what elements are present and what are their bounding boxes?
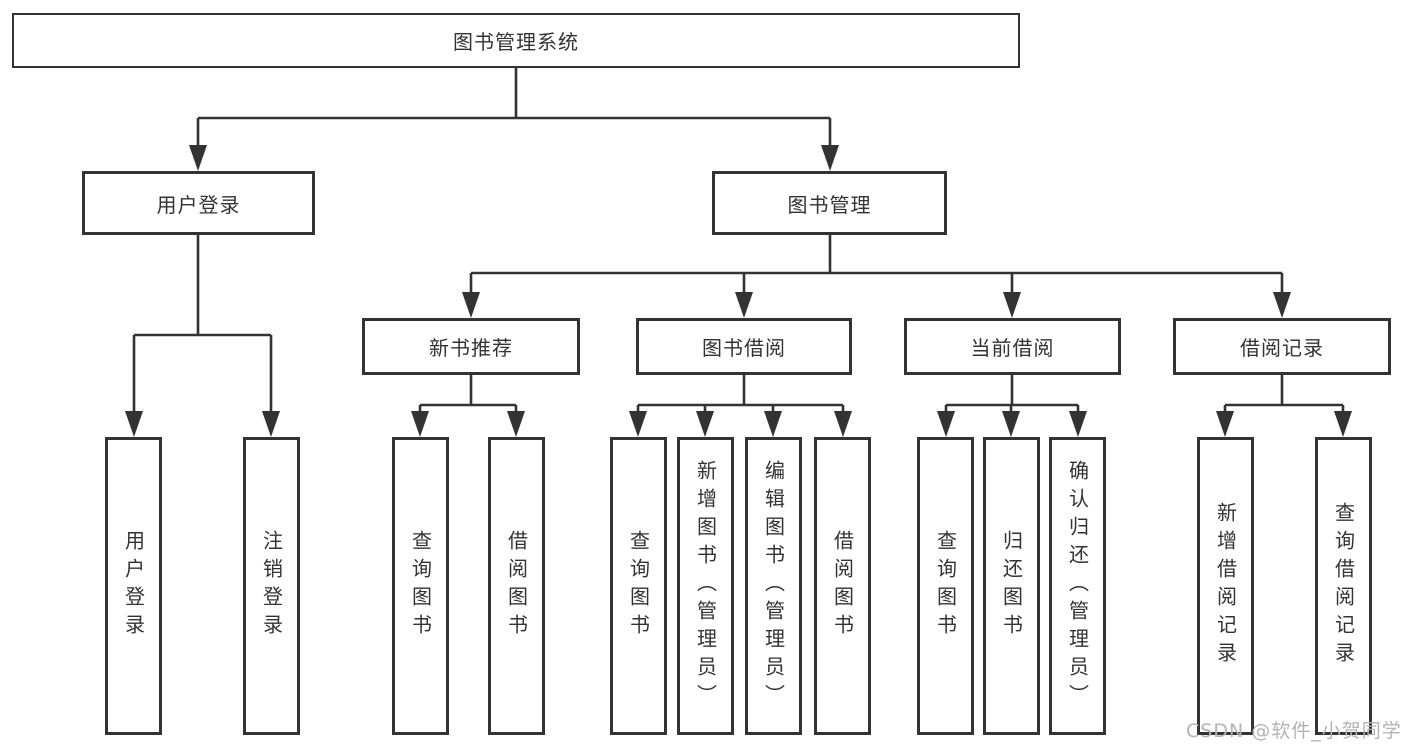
connector-book-borrow <box>636 375 845 412</box>
leaf-edit-book-admin-label: 编辑图书（管理员） <box>761 460 786 712</box>
leaf-query-books-current: 查询图书 <box>917 437 974 735</box>
leaf-borrow-books-2-label: 借阅图书 <box>830 530 855 642</box>
connector-book-management <box>469 235 1284 293</box>
leaf-query-books-borrow-label: 查询图书 <box>626 530 651 642</box>
node-current-borrow-label: 当前借阅 <box>970 336 1055 360</box>
node-user-login: 用户登录 <box>82 171 315 235</box>
leaf-edit-book-admin: 编辑图书（管理员） <box>745 437 802 735</box>
node-new-book-recommend: 新书推荐 <box>362 318 580 375</box>
node-borrow-records: 借阅记录 <box>1173 318 1391 375</box>
leaf-add-borrow-record-label: 新增借阅记录 <box>1213 502 1238 670</box>
node-book-management: 图书管理 <box>712 171 947 235</box>
leaf-confirm-return-admin: 确认归还（管理员） <box>1049 437 1106 735</box>
connector-current-borrow <box>944 375 1080 412</box>
leaf-add-book-admin: 新增图书（管理员） <box>677 437 734 735</box>
leaf-query-borrow-record: 查询借阅记录 <box>1315 437 1372 735</box>
leaf-confirm-return-admin-label: 确认归还（管理员） <box>1065 460 1090 712</box>
leaf-user-login-label: 用户登录 <box>121 530 146 642</box>
node-current-borrow: 当前借阅 <box>904 318 1121 375</box>
leaf-query-books-recommend-label: 查询图书 <box>408 530 433 642</box>
leaf-add-book-admin-label: 新增图书（管理员） <box>693 460 718 712</box>
leaf-query-books-current-label: 查询图书 <box>933 530 958 642</box>
leaf-add-borrow-record: 新增借阅记录 <box>1197 437 1254 735</box>
connector-root <box>196 68 832 146</box>
leaf-return-book-label: 归还图书 <box>999 530 1024 642</box>
leaf-borrow-books-recommend: 借阅图书 <box>488 437 545 735</box>
leaf-query-borrow-record-label: 查询借阅记录 <box>1331 502 1356 670</box>
node-user-login-label: 用户登录 <box>156 192 241 217</box>
connector-user-login <box>132 235 273 412</box>
leaf-query-books-borrow: 查询图书 <box>610 437 667 735</box>
leaf-borrow-books-2: 借阅图书 <box>814 437 871 735</box>
node-root: 图书管理系统 <box>12 13 1020 68</box>
connector-borrow-records <box>1223 375 1345 412</box>
csdn-watermark: CSDN @软件_小贺同学 <box>1186 720 1402 742</box>
node-book-management-label: 图书管理 <box>787 192 872 217</box>
node-book-borrow: 图书借阅 <box>636 318 852 375</box>
node-new-book-recommend-label: 新书推荐 <box>429 336 513 360</box>
leaf-logout-label: 注销登录 <box>259 530 284 642</box>
node-root-label: 图书管理系统 <box>453 30 579 54</box>
leaf-logout: 注销登录 <box>243 437 300 735</box>
connector-new-book-recommend <box>418 375 518 412</box>
leaf-return-book: 归还图书 <box>983 437 1040 735</box>
leaf-query-books-recommend: 查询图书 <box>392 437 449 735</box>
node-borrow-records-label: 借阅记录 <box>1240 336 1324 360</box>
arrowheads <box>125 145 1352 437</box>
leaf-user-login: 用户登录 <box>105 437 162 735</box>
leaf-borrow-books-recommend-label: 借阅图书 <box>504 530 529 642</box>
node-book-borrow-label: 图书借阅 <box>702 336 786 360</box>
